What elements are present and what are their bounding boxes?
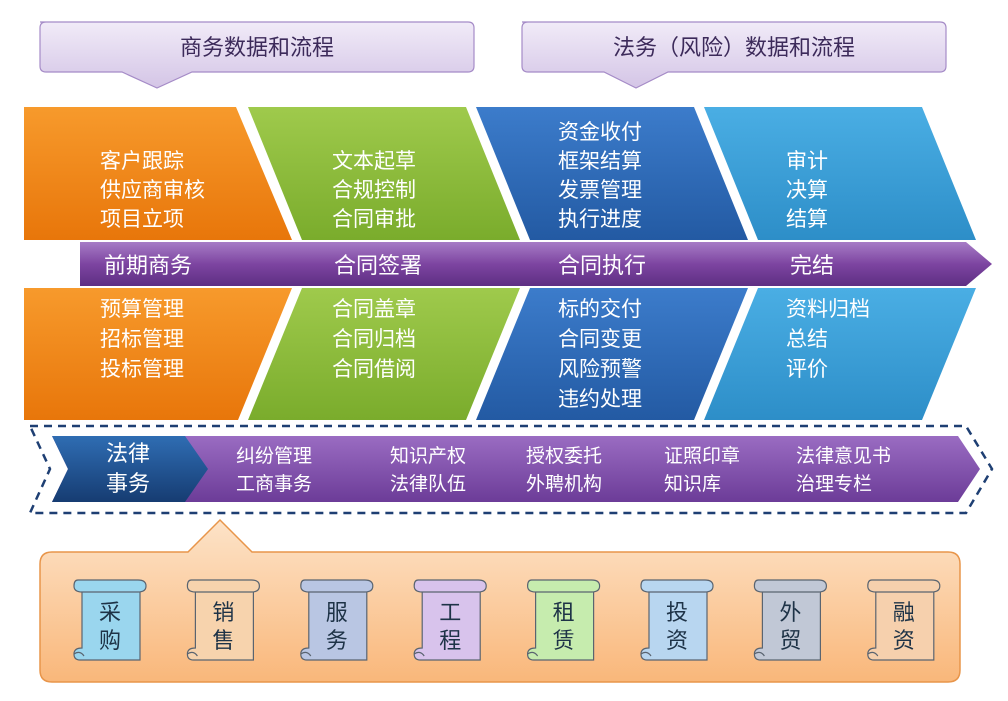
legal-item: 授权委托	[526, 445, 602, 467]
business-type-scroll: 投资	[640, 579, 714, 661]
business-type-char: 融	[893, 601, 915, 626]
business-type-scroll: 服务	[300, 579, 374, 661]
business-types-panel	[39, 518, 961, 683]
legal-item: 外聘机构	[526, 473, 602, 495]
stage-4-top-item: 决算	[786, 178, 828, 202]
stage-1-top-item: 供应商审核	[100, 178, 205, 202]
business-type-char: 资	[666, 629, 688, 654]
business-type-char: 服	[326, 601, 348, 626]
business-type-scroll: 融资	[867, 579, 941, 661]
stage-4-bottom-items: 资料归档 总结 评价	[786, 297, 870, 381]
stage-1-bottom-item: 投标管理	[100, 357, 184, 381]
business-type-char: 销	[212, 601, 234, 626]
stage-4-bottom-item: 总结	[786, 327, 828, 351]
stage-4-top-item: 审计	[786, 149, 828, 173]
stage-2-top-item: 文本起草	[332, 149, 416, 173]
stage-1-top-chevron	[24, 107, 292, 240]
legal-item: 治理专栏	[796, 473, 872, 495]
stage-4-top-item: 结算	[786, 207, 828, 231]
stage-1-top-item: 客户跟踪	[100, 149, 184, 173]
header-left-label: 商务数据和流程	[180, 36, 334, 61]
business-type-char: 外	[779, 601, 801, 626]
stage-1-bottom-items: 预算管理 招标管理 投标管理	[100, 297, 184, 381]
business-type-char: 购	[99, 629, 121, 654]
stage-3-bottom-items: 标的交付 合同变更 风险预警 违约处理	[558, 297, 642, 411]
business-type-scroll: 外贸	[753, 579, 828, 661]
legal-title-line1: 法律	[106, 442, 150, 467]
legal-item: 知识库	[664, 473, 721, 495]
stage-4-bottom-item: 评价	[786, 357, 828, 381]
stage-3-bottom-chevron	[476, 288, 748, 420]
stage-2-bottom-item: 合同归档	[332, 327, 416, 351]
stage-2-top-item: 合规控制	[332, 178, 416, 202]
business-type-char: 租	[553, 601, 575, 626]
stage-3-bottom-item: 风险预警	[558, 357, 642, 381]
business-type-char: 贸	[779, 629, 801, 654]
business-type-char: 投	[666, 601, 688, 626]
legal-title-arrow	[52, 436, 208, 502]
header-left-callout: 商务数据和流程	[39, 21, 475, 89]
stage-4-bottom-item: 资料归档	[786, 297, 870, 321]
stage-3-top-chevron	[476, 107, 748, 240]
legal-item: 工商事务	[236, 473, 312, 495]
business-type-scroll: 租赁	[526, 579, 601, 661]
legal-item: 法律队伍	[390, 473, 466, 495]
stage-1-top-item: 项目立项	[100, 207, 184, 231]
stage-2-bottom-item: 合同借阅	[332, 357, 416, 381]
header-right-callout: 法务（风险）数据和流程	[521, 21, 947, 89]
stage-1-bottom-item: 预算管理	[100, 297, 184, 321]
business-type-char: 售	[212, 629, 234, 654]
business-type-scroll: 采购	[73, 579, 147, 661]
stage-name-4: 完结	[790, 254, 834, 279]
business-type-char: 采	[99, 601, 121, 626]
business-type-char: 赁	[553, 629, 575, 654]
stage-3-top-items: 资金收付 框架结算 发票管理 执行进度	[558, 120, 642, 231]
stage-1-bottom-chevron	[24, 288, 292, 420]
legal-affairs-section: 法律 事务 纠纷管理 工商事务 知识产权 法律队伍 授权委托 外聘机构 证照印章…	[28, 424, 994, 515]
stage-3-bottom-item: 标的交付	[558, 297, 642, 321]
stage-2-bottom-chevron	[248, 288, 520, 420]
stage-2-top-chevron	[248, 107, 520, 240]
stage-4-top-chevron	[704, 107, 976, 240]
stage-3-top-item: 资金收付	[558, 120, 642, 144]
stage-2-top-item: 合同审批	[332, 207, 416, 231]
stage-3-top-item: 框架结算	[558, 149, 642, 173]
stage-2-bottom-item: 合同盖章	[332, 297, 416, 321]
stage-name-1: 前期商务	[104, 254, 192, 279]
legal-item: 法律意见书	[796, 445, 891, 467]
stage-name-2: 合同签署	[334, 254, 422, 279]
legal-item: 知识产权	[390, 445, 466, 467]
header-right-label: 法务（风险）数据和流程	[613, 36, 855, 61]
business-type-char: 务	[326, 629, 348, 654]
stage-3-top-item: 执行进度	[558, 207, 642, 231]
process-band: 前期商务 合同签署 合同执行 完结	[80, 242, 992, 286]
stage-3-bottom-item: 合同变更	[558, 327, 642, 351]
stage-name-3: 合同执行	[558, 254, 646, 279]
stage-3-top-item: 发票管理	[558, 178, 642, 202]
stage-2-bottom-items: 合同盖章 合同归档 合同借阅	[332, 297, 416, 381]
business-type-scroll: 销售	[186, 579, 261, 661]
stage-3-bottom-item: 违约处理	[558, 387, 642, 411]
business-type-char: 程	[439, 629, 461, 654]
business-type-scroll: 工程	[413, 579, 487, 661]
stage-4-bottom-chevron	[704, 288, 976, 420]
legal-item: 纠纷管理	[236, 445, 312, 467]
business-type-char: 工	[439, 601, 461, 626]
legal-title-line2: 事务	[106, 472, 150, 497]
stage-2-top-items: 文本起草 合规控制 合同审批	[332, 149, 416, 231]
stage-1-bottom-item: 招标管理	[100, 327, 184, 351]
business-type-char: 资	[893, 629, 915, 654]
stage-4-top-items: 审计 决算 结算	[786, 149, 828, 231]
legal-item: 证照印章	[664, 445, 740, 467]
stage-1-top-items: 客户跟踪 供应商审核 项目立项	[100, 149, 205, 231]
